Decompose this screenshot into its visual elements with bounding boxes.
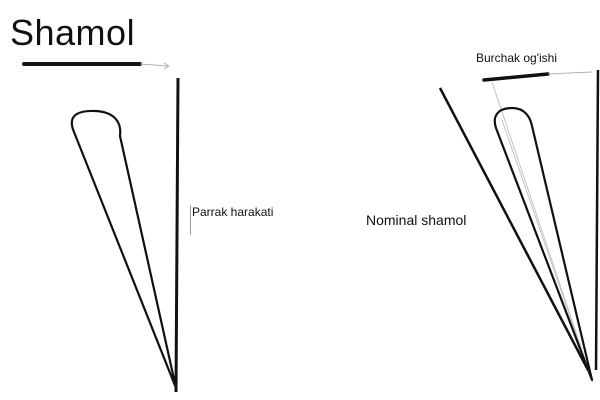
- label-blade-motion: Parrak harakati: [192, 205, 274, 219]
- wind-arrow-tip: [139, 63, 169, 67]
- label-nominal-wind: Nominal shamol: [366, 212, 467, 228]
- label-angle-deviation: Burchak og'ishi: [476, 51, 557, 65]
- nominal-wind-line: [438, 87, 590, 371]
- airfoil-left: [70, 109, 178, 390]
- deviation-bar: [482, 72, 550, 82]
- airfoil-right: [493, 106, 594, 382]
- rotation-plane-line: [174, 77, 180, 393]
- diagram-title: Shamol: [10, 12, 136, 53]
- rotation-plane-line-right: [594, 69, 600, 371]
- deviation-bar-tip: [547, 71, 593, 75]
- label-marker: [190, 205, 191, 235]
